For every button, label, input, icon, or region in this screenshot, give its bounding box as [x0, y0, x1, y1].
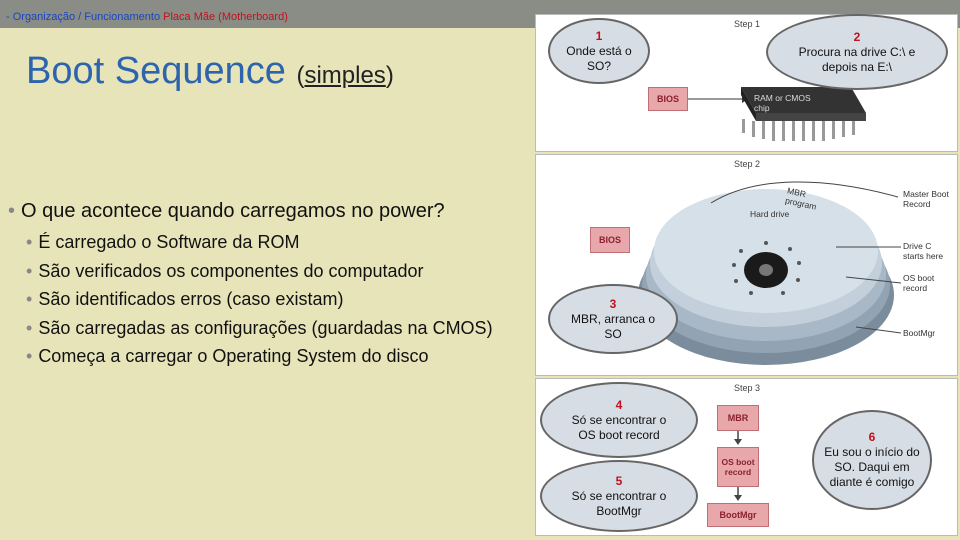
- bullet-item: •Começa a carregar o Operating System do…: [26, 346, 429, 366]
- bullet-item-text: Começa a carregar o Operating System do …: [38, 346, 429, 366]
- bubble-number: 6: [868, 430, 876, 444]
- bubble-2: 2 Procura na drive C:\ e depois na E:\: [766, 14, 948, 90]
- bubble-text: Só se encontrar o BootMgr: [571, 488, 667, 518]
- bubble-number: 1: [595, 28, 603, 43]
- step3-label: Step 3: [734, 383, 761, 393]
- drive-c-label: Drive C starts here: [903, 241, 944, 261]
- bubble-5: 5 Só se encontrar o BootMgr: [540, 460, 698, 532]
- bullet-item: •São identificados erros (caso existam): [26, 289, 344, 309]
- bubble-3: 3 MBR, arranca o SO: [548, 284, 678, 354]
- breadcrumb-highlight: Placa Mãe (Motherboard): [163, 11, 288, 23]
- bullet-item: •São carregadas as configurações (guarda…: [26, 317, 493, 338]
- bullet-main-text: O que acontece quando carregamos no powe…: [21, 200, 445, 222]
- step2-panel: Step 2 BIOS MBR program Hard drive Maste…: [535, 154, 958, 376]
- bubble-number: 4: [615, 397, 623, 412]
- slide-title: Boot Sequence (simples): [26, 50, 394, 93]
- breadcrumb: - Organização / Funcionamento Placa Mãe …: [6, 11, 288, 23]
- hard-drive-illustration: [638, 181, 902, 365]
- bullet-item-text: É carregado o Software da ROM: [38, 232, 300, 252]
- step1-chip-illustration: [688, 87, 866, 141]
- master-boot-record-label: Master Boot Record: [903, 189, 949, 209]
- bullet-item-text: São identificados erros (caso existam): [38, 289, 344, 309]
- bullet-item-text: São verificados os componentes do comput…: [38, 260, 424, 281]
- hard-drive-label: Hard drive: [750, 209, 790, 219]
- bubble-4: 4 Só se encontrar o OS boot record: [540, 382, 698, 458]
- bubble-1: 1 Onde está o SO?: [548, 18, 650, 84]
- bullet-list: •O que acontece quando carregamos no pow…: [8, 200, 493, 375]
- step3-os-boot-record-box: OS boot record: [717, 447, 759, 487]
- step1-bios-box: BIOS: [648, 87, 688, 111]
- step3-mbr-box: MBR: [717, 405, 759, 431]
- bullet-main: •O que acontece quando carregamos no pow…: [8, 200, 445, 222]
- step2-bios-box: BIOS: [590, 227, 630, 253]
- step3-flow-arrows: [734, 431, 742, 501]
- step3-bootmgr-box: BootMgr: [707, 503, 769, 527]
- step2-label: Step 2: [734, 159, 761, 169]
- title-sub-text: simples: [304, 62, 386, 89]
- ram-cmos-label: RAM or CMOS chip: [754, 93, 811, 113]
- title-open-paren: (: [296, 62, 305, 89]
- bubble-text: MBR, arranca o SO: [570, 311, 656, 341]
- os-boot-record-label: OS boot record: [903, 273, 935, 293]
- title-close-paren: ): [385, 62, 394, 89]
- breadcrumb-prefix: - Organização / Funcionamento: [6, 11, 164, 23]
- bubble-text: Eu sou o início do SO. Daqui em diante é…: [824, 445, 920, 489]
- bubble-number: 5: [615, 473, 623, 488]
- title-main: Boot Sequence: [26, 50, 286, 92]
- bubble-text: Só se encontrar o OS boot record: [571, 412, 667, 442]
- bubble-number: 3: [609, 296, 617, 311]
- bubble-text: Procura na drive C:\ e depois na E:\: [798, 44, 916, 74]
- bubble-number: 2: [853, 29, 861, 44]
- bullet-item: •É carregado o Software da ROM: [26, 232, 300, 252]
- title-sub: (simples): [296, 62, 393, 89]
- bullet-item: •São verificados os componentes do compu…: [26, 260, 424, 281]
- bubble-text: Onde está o SO?: [566, 43, 632, 73]
- step1-label: Step 1: [734, 19, 761, 29]
- bubble-6: 6 Eu sou o início do SO. Daqui em diante…: [812, 410, 932, 510]
- bootmgr-label: BootMgr: [903, 328, 936, 338]
- bullet-item-text: São carregadas as configurações (guardad…: [38, 317, 493, 338]
